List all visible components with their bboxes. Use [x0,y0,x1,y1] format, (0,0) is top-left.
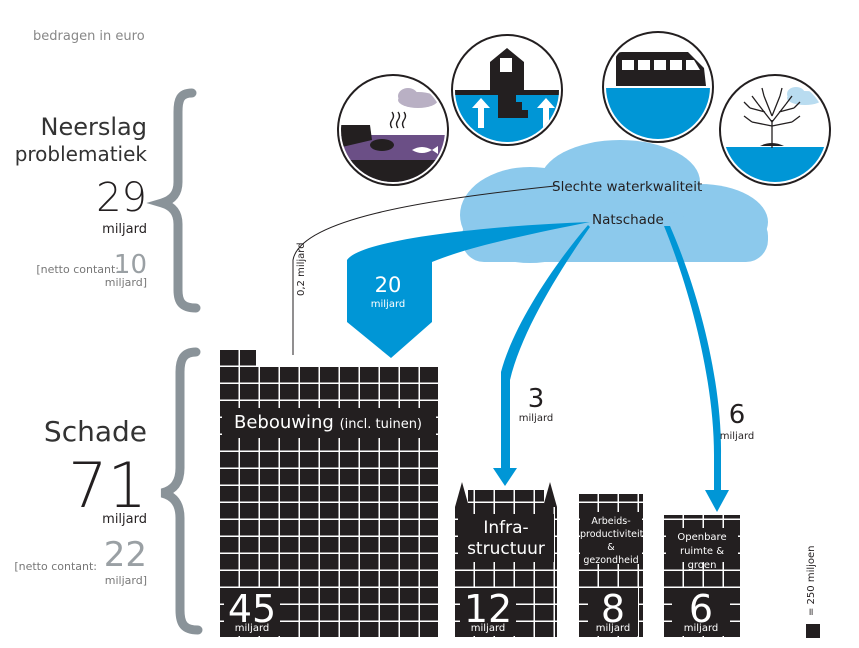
rising-groundwater-house-icon [451,34,563,146]
groen-unit: miljard [683,623,719,634]
label-natschade: Natschade [592,212,664,228]
flow-infrastructuur [493,225,590,486]
groen-label: Openbare ruimte & groen [666,528,738,571]
bebouwing-unit: miljard [234,623,270,634]
infra-label: Infra- structuur [458,514,554,562]
schade-value: 71 [68,449,147,522]
arbeid-label: Arbeids- productiviteit & gezondheid [580,512,644,566]
arbeid-label-line3: & gezondheid [583,542,639,566]
schade-title: Schade [43,415,147,448]
flow-bebouwing [347,222,590,358]
schade-netto-value: 22 [103,535,147,575]
schade-value-unit: miljard [102,512,147,527]
bebouwing-label-sub: (incl. tuinen) [339,417,423,432]
bebouwing-value-box [224,588,280,636]
groen-value: 6 [688,587,714,631]
flow-bebouwing-value: 20 [374,273,402,297]
flow-groen-value: 6 [728,400,746,430]
neerslag-netto-unit: miljard] [104,276,147,289]
flow-infra-unit: miljard [518,413,554,424]
groen-label-line1: Openbare [677,532,727,543]
neerslag-title-line2: problematiek [14,142,147,166]
neerslag-title: Neerslag problematiek [15,114,147,168]
flow-waterkwaliteit-line [292,185,556,355]
arbeid-unit: miljard [595,623,631,634]
bebouwing-label-main: Bebouwing [234,412,334,433]
infra-value-box [460,588,516,636]
flow-groen-unit: miljard [719,431,755,442]
arbeid-value-box [588,588,638,636]
bebouwing-label: Bebouwing (incl. tuinen) [222,408,436,438]
cloud [460,140,768,263]
neerslag-value: 29 [96,175,147,221]
schade-netto-prefix: [netto contant: [14,560,97,573]
groen-label-line2: ruimte & groen [679,546,725,571]
neerslag-netto-prefix: [netto contant: [36,263,119,276]
infra-value: 12 [463,587,513,631]
flow-groen [664,226,729,512]
arbeid-label-line2: productiviteit [580,529,644,540]
flooded-van-icon [602,31,714,143]
infra-label-line1: Infra- [483,518,529,538]
neerslag-netto-value: 10 [113,250,147,280]
water-pollution-icon [337,74,449,186]
neerslag-title-line1: Neerslag [40,113,147,141]
schade-brace [160,347,203,635]
legend-label: = 250 miljoen [806,545,817,616]
flow-waterkwaliteit-value: 0,2 miljard [296,242,307,296]
flow-infra-value: 3 [527,384,545,414]
groen-value-box [672,588,730,636]
neerslag-brace [146,88,201,313]
legend-square [806,624,820,638]
arbeid-label-line1: Arbeids- [591,516,631,527]
schade-netto-unit: miljard] [104,574,147,587]
infra-unit: miljard [470,623,506,634]
infra-label-line2: structuur [467,539,545,559]
arbeid-value: 8 [600,587,626,631]
neerslag-value-unit: miljard [102,222,147,237]
bebouwing-value: 45 [227,587,277,631]
unit-note: bedragen in euro [33,29,145,44]
flooded-tree-icon [719,74,831,186]
label-slechte-waterkwaliteit: Slechte waterkwaliteit [552,179,703,195]
flow-bebouwing-unit: miljard [370,299,406,310]
